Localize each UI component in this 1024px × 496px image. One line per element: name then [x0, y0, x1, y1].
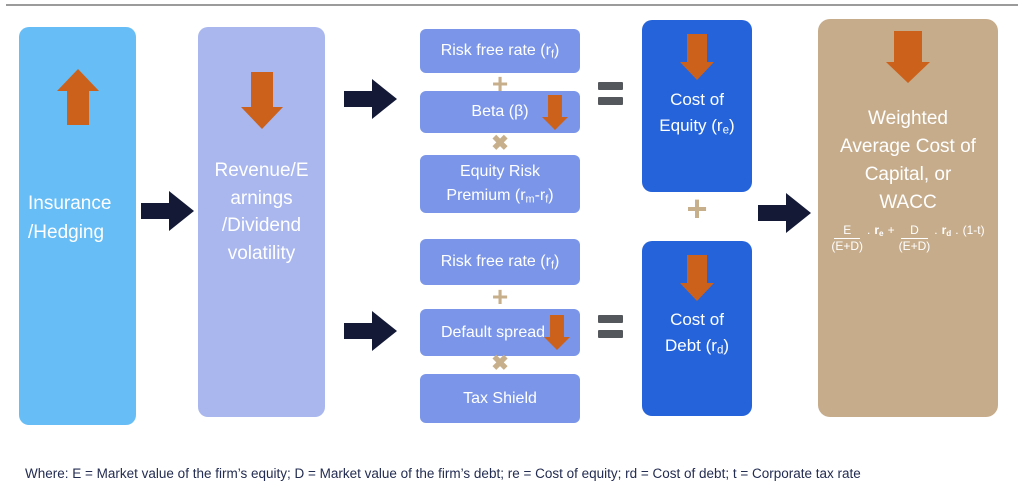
- risk-free-rate-top-box: Risk free rate (rf): [420, 29, 580, 73]
- right-arrow-icon: [344, 311, 397, 351]
- default-spread-label: Default spread: [440, 323, 546, 341]
- insurance-hedging-label: Insurance /Hedging: [28, 193, 112, 244]
- beta-box: Beta (β): [420, 91, 580, 133]
- risk-free-rate-bottom-box: Risk free rate (rf): [420, 239, 580, 285]
- equity-risk-premium-box: Equity Risk Premium (rm-rf): [420, 155, 580, 213]
- revenue-volatility-box: Revenue/E arnings /Dividend volatility: [198, 27, 325, 417]
- risk-free-rate-label: Risk free rate (rf): [440, 252, 560, 272]
- re-term: re: [874, 223, 884, 238]
- insurance-hedging-box: Insurance /Hedging: [19, 27, 136, 425]
- debt-weight-fraction: D (E+D): [898, 223, 931, 253]
- tax-shield-box: Tax Shield: [420, 374, 580, 423]
- right-arrow-icon: [344, 79, 397, 119]
- cost-of-equity-box: Cost of Equity (re): [642, 20, 752, 192]
- plus-operator: +: [686, 188, 708, 229]
- revenue-volatility-label: Revenue/E arnings /Dividend volatility: [214, 160, 309, 264]
- risk-free-rate-label: Risk free rate (rf): [440, 41, 560, 61]
- cost-of-debt-box: Cost of Debt (rd): [642, 241, 752, 416]
- right-arrow-icon: [758, 193, 811, 233]
- tax-shield-label: Tax Shield: [463, 389, 537, 407]
- decrease-arrow-icon: [680, 255, 714, 301]
- beta-label: Beta (β): [471, 103, 529, 120]
- cost-of-equity-label: Cost of Equity (re): [659, 90, 735, 137]
- wacc-title: Weighted Average Cost of Capital, or WAC…: [840, 108, 976, 213]
- decrease-arrow-icon: [241, 72, 283, 129]
- cost-of-debt-label: Cost of Debt (rd): [664, 310, 730, 357]
- times-operator: ✖: [491, 352, 509, 375]
- increase-arrow-icon: [57, 69, 99, 125]
- top-divider: [6, 4, 1018, 6]
- wacc-formula: E (E+D) . re + D (E+D) . rd . (1-t): [831, 223, 985, 253]
- rd-term: rd: [941, 223, 952, 238]
- times-operator: ✖: [491, 132, 509, 155]
- decrease-arrow-icon: [542, 95, 568, 130]
- default-spread-box: Default spread: [420, 309, 580, 356]
- equity-weight-fraction: E (E+D): [831, 223, 864, 253]
- decrease-arrow-icon: [680, 34, 714, 80]
- decrease-arrow-icon: [544, 315, 570, 350]
- plus-operator: +: [491, 281, 509, 312]
- equity-risk-premium-label: Equity Risk Premium (rm-rf): [446, 163, 554, 205]
- legend-caption: Where: E = Market value of the firm’s eq…: [25, 466, 861, 481]
- right-arrow-icon: [141, 191, 194, 231]
- decrease-arrow-icon: [886, 31, 930, 83]
- wacc-box: Weighted Average Cost of Capital, or WAC…: [818, 19, 998, 417]
